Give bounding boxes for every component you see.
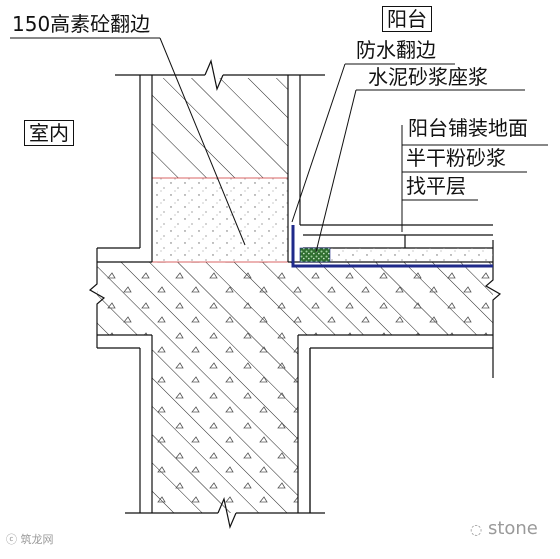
waterproof-membrane: [291, 225, 493, 268]
label-150-concrete-upturn: 150高素砼翻边: [12, 12, 151, 36]
upper-wall: [152, 78, 288, 178]
watermark-left: ⓒ 筑龙网: [6, 533, 54, 546]
dry-mortar-layer: [330, 248, 493, 262]
label-balcony-paving: 阳台铺装地面: [408, 116, 528, 140]
label-balcony: 阳台: [382, 6, 432, 32]
label-dry-mortar: 半干粉砂浆: [406, 146, 506, 170]
wechat-icon: ◌: [470, 522, 483, 538]
label-indoor: 室内: [24, 120, 74, 146]
leader-lines: [10, 37, 548, 253]
label-leveling-layer: 找平层: [406, 174, 466, 198]
lower-wall-aggregate: [152, 335, 298, 513]
label-cement-mortar-bed: 水泥砂浆座浆: [368, 65, 488, 89]
watermark-right-text: stone: [487, 518, 538, 539]
label-waterproof-upturn: 防水翻边: [356, 38, 436, 62]
watermark-right: ◌ stone: [470, 520, 538, 538]
concrete-upturn: [152, 178, 288, 262]
cement-mortar-bed: [299, 247, 331, 263]
floor-slab-aggregate: [97, 262, 493, 335]
